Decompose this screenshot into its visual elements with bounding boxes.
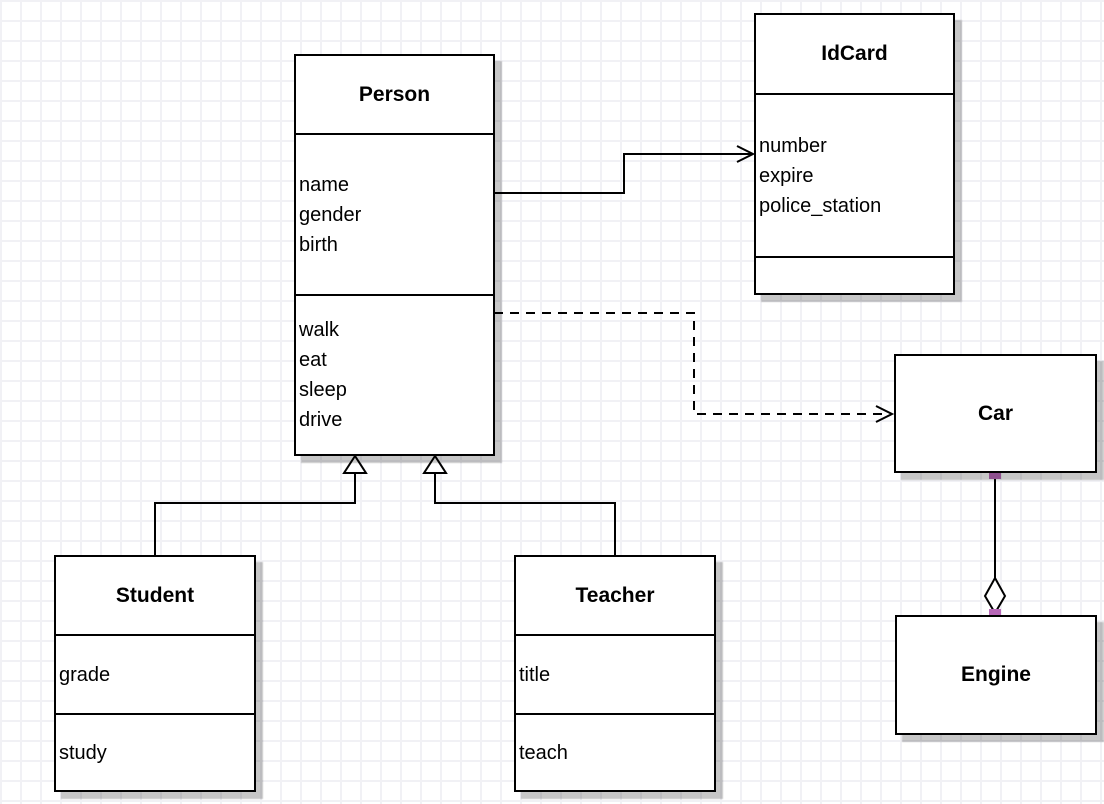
attribute: title	[519, 663, 551, 686]
attribute: name	[299, 173, 350, 196]
class-idcard[interactable]: IdCard number expire police_station	[754, 13, 955, 295]
class-teacher-methods: teach	[516, 713, 714, 790]
method: walk	[299, 319, 340, 341]
class-student[interactable]: Student grade study	[54, 555, 256, 792]
open-arrowhead-icon	[875, 405, 895, 423]
open-arrowhead-icon	[736, 145, 756, 163]
class-student-title: Student	[115, 583, 195, 607]
method: drive	[299, 409, 343, 431]
class-idcard-title: IdCard	[821, 42, 888, 65]
attribute: gender	[299, 203, 362, 226]
class-teacher-title: Teacher	[575, 583, 655, 607]
generalization-teacher-person[interactable]	[422, 454, 616, 555]
attribute: birth	[299, 233, 338, 256]
class-person[interactable]: Person name gender birth walk eat sleep …	[294, 54, 495, 456]
association-person-idcard[interactable]	[494, 145, 756, 194]
class-idcard-methods	[756, 256, 953, 293]
aggregation-car-engine[interactable]	[983, 467, 1007, 621]
attribute: expire	[759, 164, 814, 187]
method: sleep	[299, 379, 347, 401]
attribute: number	[759, 134, 827, 157]
class-idcard-attributes: number expire police_station	[756, 93, 953, 256]
class-teacher[interactable]: Teacher title teach	[514, 555, 716, 792]
class-person-methods: walk eat sleep drive	[296, 294, 493, 454]
class-engine-title: Engine	[960, 663, 1031, 686]
attribute: grade	[59, 663, 111, 686]
method: study	[59, 741, 107, 764]
generalization-student-person[interactable]	[154, 454, 368, 555]
class-engine[interactable]: Engine	[895, 615, 1097, 735]
method: teach	[519, 741, 568, 764]
class-teacher-attributes: title	[516, 634, 714, 713]
hollow-triangle-icon	[422, 454, 448, 474]
dependency-person-car[interactable]	[494, 312, 895, 423]
method: eat	[299, 349, 327, 371]
class-car-title: Car	[977, 401, 1014, 425]
class-person-title: Person	[358, 82, 431, 106]
class-student-methods: study	[56, 713, 254, 790]
class-car[interactable]: Car	[894, 354, 1097, 473]
class-person-attributes: name gender birth	[296, 133, 493, 294]
attribute: police_station	[759, 194, 882, 217]
class-student-attributes: grade	[56, 634, 254, 713]
hollow-triangle-icon	[342, 454, 368, 474]
hollow-diamond-icon	[983, 575, 1007, 615]
